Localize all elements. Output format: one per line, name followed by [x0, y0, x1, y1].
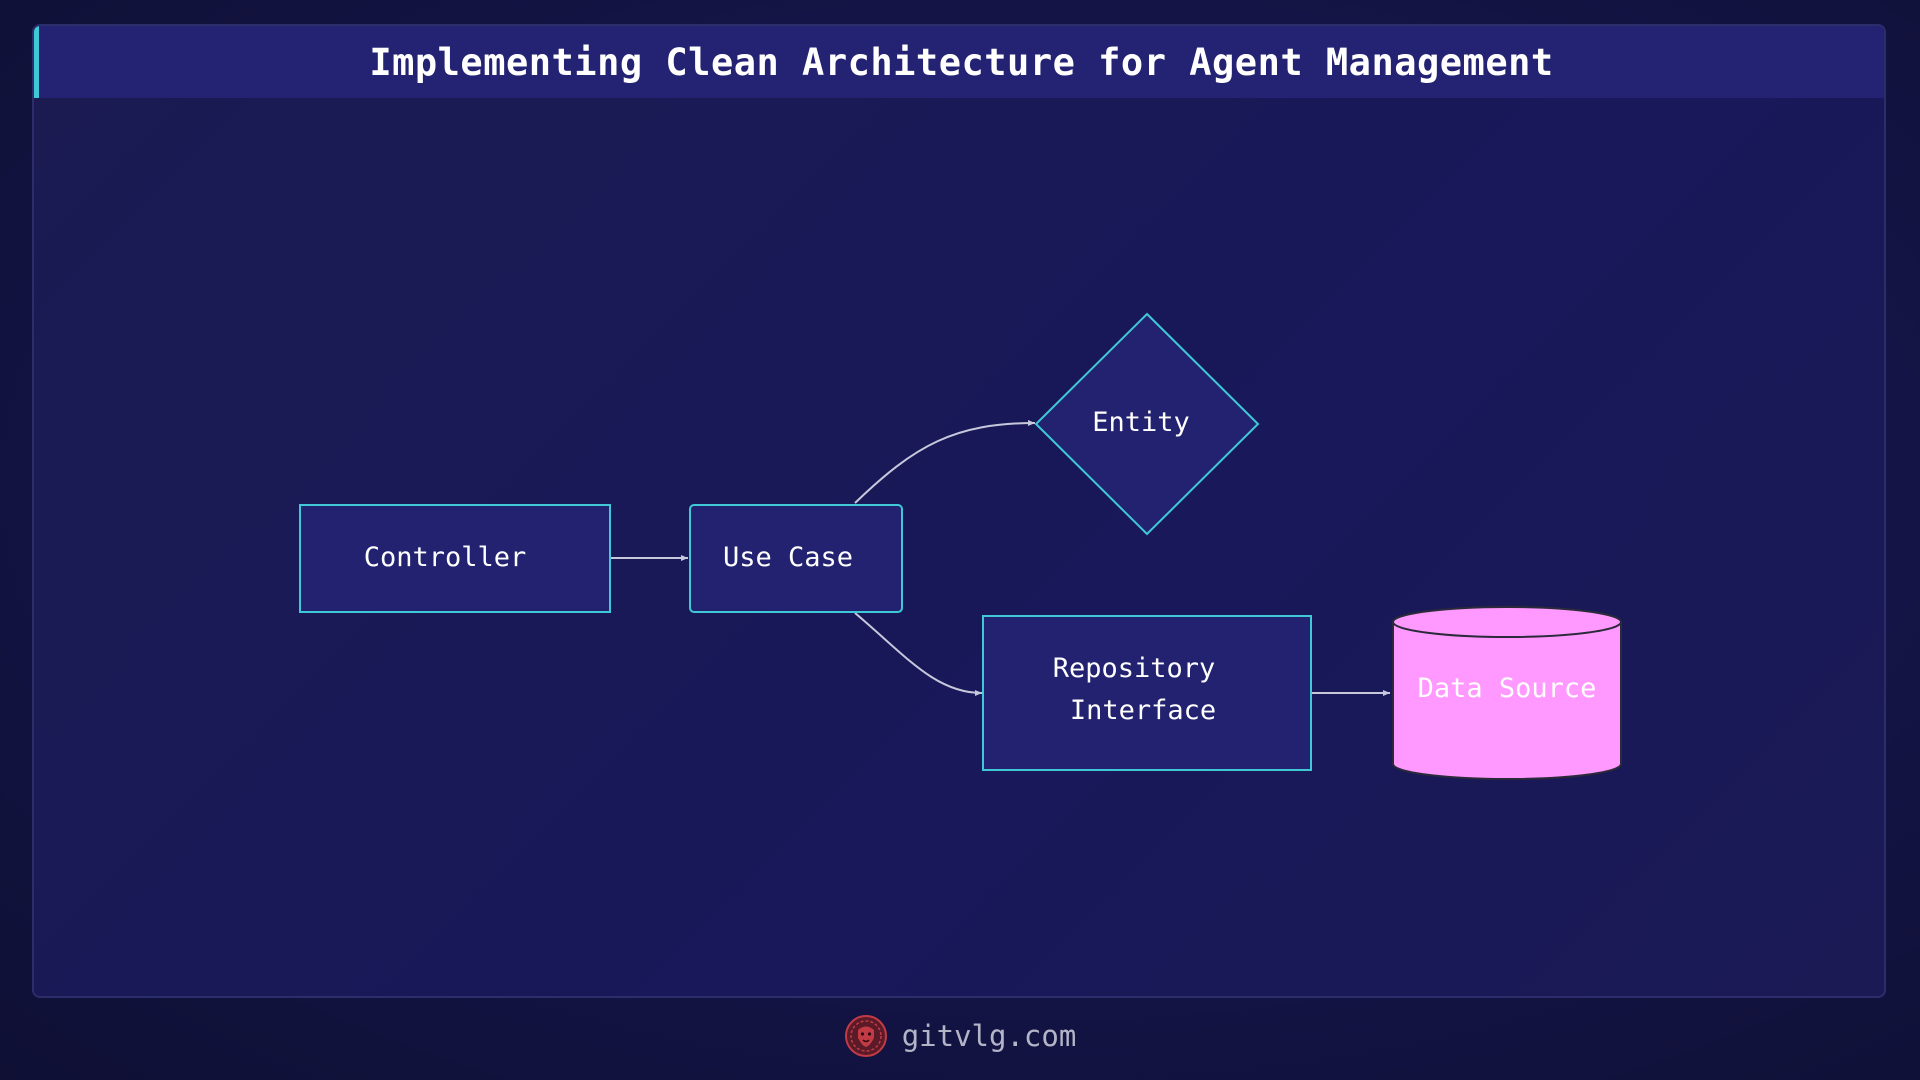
footer-site-link[interactable]: gitvlg.com	[901, 1019, 1077, 1053]
node-repository-label-line1: Repository	[1053, 653, 1216, 684]
node-use-case[interactable]: Use Case	[689, 504, 903, 613]
node-repository-label-line2: Interface	[1070, 695, 1216, 726]
node-data-source-label: Data Source	[1418, 673, 1597, 704]
node-entity[interactable]: Entity	[1034, 312, 1260, 536]
page-title: Implementing Clean Architecture for Agen…	[369, 40, 1554, 84]
edge-usecase-to-repository	[854, 612, 983, 696]
lion-head-icon	[844, 1015, 887, 1057]
node-controller[interactable]: Controller	[299, 504, 611, 613]
footer: gitvlg.com	[0, 1008, 1920, 1064]
node-data-source[interactable]: Data Source	[1392, 606, 1622, 780]
node-controller-label: Controller	[364, 542, 527, 573]
title-bar: Implementing Clean Architecture for Agen…	[34, 26, 1884, 98]
node-use-case-label: Use Case	[723, 542, 853, 573]
edge-usecase-to-entity	[854, 420, 1036, 504]
node-entity-label: Entity	[1092, 407, 1190, 438]
node-repository-interface[interactable]: Repository Interface	[982, 615, 1312, 771]
